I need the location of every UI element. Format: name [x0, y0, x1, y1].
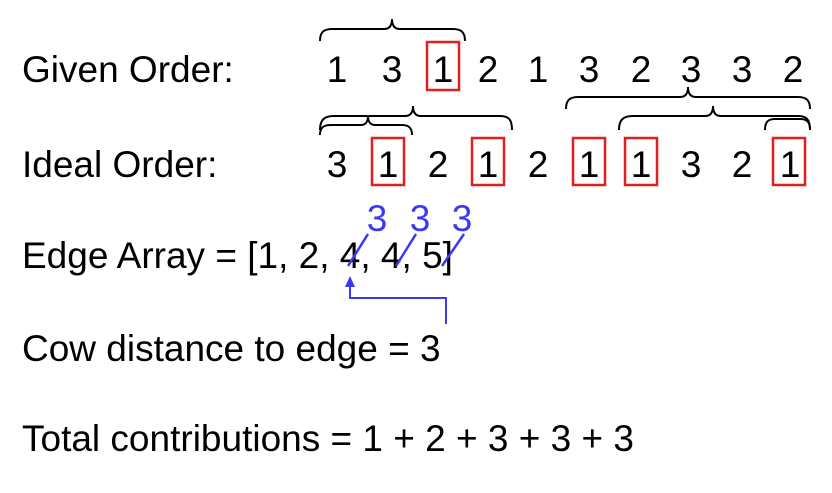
strike-mark	[394, 233, 418, 267]
given-value: 2	[478, 49, 499, 90]
given-order-label: Given Order:	[22, 49, 234, 90]
given-value: 3	[732, 49, 753, 90]
ideal-value: 2	[528, 144, 549, 185]
ideal-value: 1	[579, 144, 600, 185]
brace-ideal-small	[764, 118, 811, 131]
ideal-value: 1	[378, 144, 399, 185]
cow-distance-text: Cow distance to edge = 3	[22, 328, 441, 369]
highlight-box-ideal	[571, 136, 607, 187]
highlight-box-ideal	[771, 136, 807, 187]
brace-ideal-right	[618, 105, 811, 131]
replacement-value: 3	[367, 198, 388, 239]
ideal-value: 3	[681, 144, 702, 185]
edge-array-prefix: Edge Array = [	[22, 235, 258, 276]
brace-given-left	[319, 18, 466, 42]
highlight-box-ideal	[470, 136, 506, 187]
edge-array-separator: ,	[278, 235, 288, 276]
given-value: 1	[327, 49, 348, 90]
highlight-boxes	[370, 40, 807, 187]
ideal-order-values: 3 1 2 1 2 1 1 3 2 1	[327, 144, 801, 185]
edge-array-item: 4	[381, 235, 402, 276]
brace-ideal-inner	[319, 115, 413, 136]
ideal-value: 1	[478, 144, 499, 185]
highlight-box-ideal	[623, 136, 659, 187]
ideal-value: 3	[327, 144, 348, 185]
ideal-order-label: Ideal Order:	[22, 144, 217, 185]
replacement-value: 3	[410, 198, 431, 239]
brace-given-right	[565, 86, 811, 110]
total-contributions-text: Total contributions = 1 + 2 + 3 + 3 + 3	[22, 418, 634, 459]
strike-mark	[440, 233, 466, 267]
ideal-value: 1	[780, 144, 801, 185]
given-value: 3	[681, 49, 702, 90]
edge-array-line: Edge Array = [1, 2, 4, 4, 5]	[22, 235, 453, 276]
arrowhead-icon	[345, 276, 355, 287]
ideal-value: 1	[631, 144, 652, 185]
edge-array-item: 2	[299, 235, 320, 276]
brace-ideal-outer	[319, 105, 513, 131]
highlight-box-given	[425, 40, 461, 92]
given-value: 1	[528, 49, 549, 90]
given-value: 3	[382, 49, 403, 90]
replacement-value: 3	[452, 198, 473, 239]
ideal-value: 2	[732, 144, 753, 185]
pointer-arrow-line	[349, 283, 447, 324]
edge-array-item: 4	[340, 235, 361, 276]
ideal-value: 2	[428, 144, 449, 185]
strike-mark	[346, 233, 370, 267]
given-value: 3	[579, 49, 600, 90]
edge-array-separator: ,	[319, 235, 329, 276]
given-value: 1	[433, 49, 454, 90]
edge-array-separator: ,	[360, 235, 370, 276]
pointer-arrow	[345, 276, 447, 324]
grouping-braces	[319, 18, 811, 136]
given-value: 2	[631, 49, 652, 90]
edge-array-separator: ,	[402, 235, 412, 276]
edge-array-item: 1	[258, 235, 279, 276]
edge-array-item: 5	[422, 235, 443, 276]
given-order-values: 1 3 1 2 1 3 2 3 3 2	[327, 49, 804, 90]
strike-marks	[346, 233, 466, 267]
given-value: 2	[783, 49, 804, 90]
highlight-box-ideal	[370, 136, 406, 187]
